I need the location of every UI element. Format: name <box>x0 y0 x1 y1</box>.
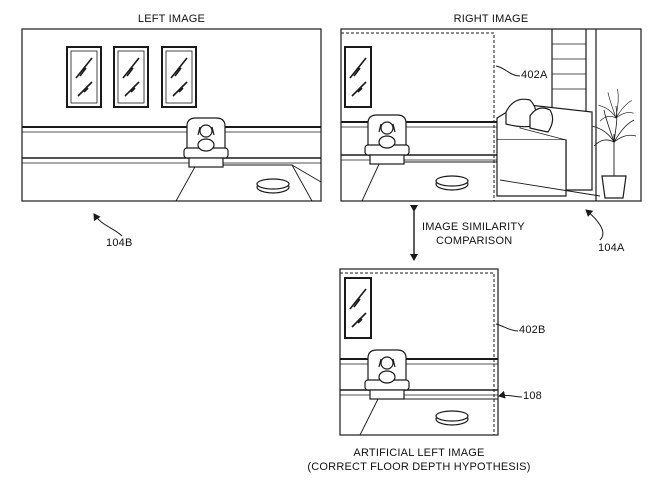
label-104a: 104A <box>598 242 625 255</box>
left-image-panel <box>22 29 321 201</box>
label-402b: 402B <box>519 324 546 337</box>
right-image-title: RIGHT IMAGE <box>341 13 641 26</box>
left-chair-with-dog <box>184 118 228 167</box>
left-image-title: LEFT IMAGE <box>22 13 321 26</box>
right-chair-with-dog <box>365 115 409 164</box>
artificial-label-line2: (CORRECT FLOOR DEPTH HYPOTHESIS) <box>250 461 588 474</box>
label-402a: 402A <box>521 69 548 82</box>
left-dog-bowl <box>257 179 289 193</box>
artificial-chair-with-dog <box>365 350 409 399</box>
artificial-left-image-panel <box>340 269 498 435</box>
right-dog-bowl <box>436 176 468 190</box>
label-104b: 104B <box>106 237 133 250</box>
comparison-label-line1: IMAGE SIMILARITY <box>422 221 525 234</box>
comparison-label-line2: COMPARISON <box>436 235 512 248</box>
artificial-label-line1: ARTIFICIAL LEFT IMAGE <box>250 447 588 460</box>
artificial-dog-bowl <box>436 411 468 425</box>
label-108: 108 <box>523 390 542 403</box>
